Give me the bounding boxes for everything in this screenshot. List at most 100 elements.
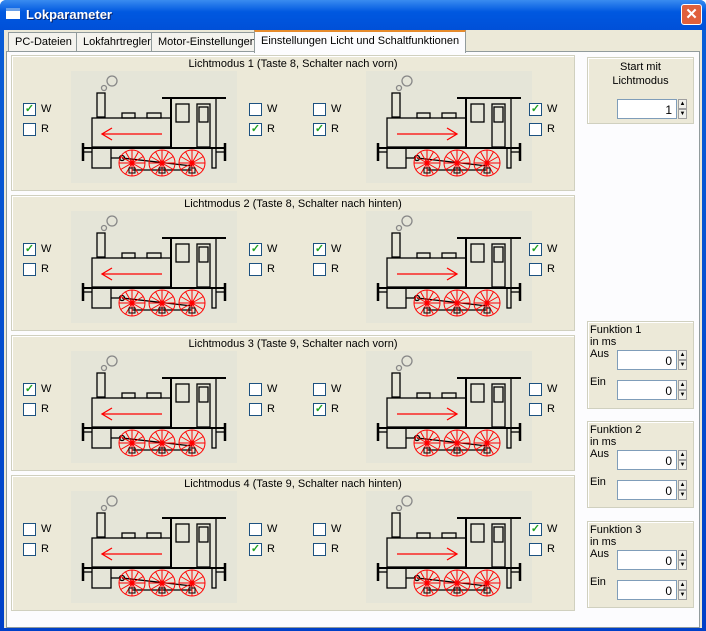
aus-ms-spinner-input[interactable]: 0 (617, 450, 677, 470)
checkbox-r-2[interactable]: ✓ (249, 543, 262, 556)
ein-label: Ein (590, 376, 606, 388)
lichtmodus-3-group: Lichtmodus 3 (Taste 9, Schalter nach vor… (11, 335, 575, 471)
checkbox-r-2[interactable] (249, 403, 262, 416)
spin-up-arrow-icon[interactable]: ▲ (678, 480, 687, 490)
checkbox-w-label: W (331, 523, 342, 535)
checkbox-r-label: R (331, 263, 339, 275)
locomotive-left-arrow-image (71, 71, 237, 183)
start-lichtmodus-label: Start mit Lichtmodus (612, 61, 669, 87)
locomotive-left-arrow-image (71, 211, 237, 323)
checkbox-r-1[interactable] (23, 123, 36, 136)
spin-up-arrow-icon[interactable]: ▲ (678, 450, 687, 460)
checkbox-r-3[interactable]: ✓ (313, 123, 326, 136)
checkbox-r-label: R (547, 543, 555, 555)
checkbox-w-3[interactable] (313, 523, 326, 536)
checkbox-w-2[interactable] (249, 103, 262, 116)
funktion-title: Funktion 1 (590, 324, 642, 336)
group-title: Lichtmodus 3 (Taste 9, Schalter nach vor… (188, 338, 398, 350)
lichtmodus-4-group: Lichtmodus 4 (Taste 9, Schalter nach hin… (11, 475, 575, 611)
checkbox-w-4[interactable]: ✓ (529, 523, 542, 536)
spin-up-arrow-icon[interactable]: ▲ (678, 580, 687, 590)
checkbox-r-3[interactable] (313, 263, 326, 276)
ein-ms-spinner[interactable]: 0▲▼ (617, 480, 687, 500)
aus-label: Aus (590, 448, 609, 460)
start-lichtmodus-group: Start mit Lichtmodus 1▲▼ (587, 57, 694, 124)
spin-down-arrow-icon[interactable]: ▼ (678, 109, 687, 119)
ein-ms-spinner-input[interactable]: 0 (617, 480, 677, 500)
lichtmodus-1-group: Lichtmodus 1 (Taste 8, Schalter nach vor… (11, 55, 575, 191)
checkbox-w-2[interactable] (249, 383, 262, 396)
checkbox-w-1[interactable] (23, 523, 36, 536)
checkbox-r-1[interactable] (23, 263, 36, 276)
group-title: Lichtmodus 2 (Taste 8, Schalter nach hin… (184, 198, 402, 210)
ein-ms-spinner-input[interactable]: 0 (617, 380, 677, 400)
checkbox-r-3[interactable] (313, 543, 326, 556)
spin-up-arrow-icon[interactable]: ▲ (678, 99, 687, 109)
ein-ms-spinner[interactable]: 0▲▼ (617, 380, 687, 400)
aus-label: Aus (590, 548, 609, 560)
spin-down-arrow-icon[interactable]: ▼ (678, 460, 687, 470)
checkbox-r-label: R (331, 403, 339, 415)
spin-up-arrow-icon[interactable]: ▲ (678, 380, 687, 390)
tab-motor-einstellungen[interactable]: Motor-Einstellungen (151, 32, 263, 52)
ein-ms-spinner[interactable]: 0▲▼ (617, 580, 687, 600)
close-button[interactable]: ✕ (681, 4, 702, 25)
checkbox-w-3[interactable] (313, 103, 326, 116)
spin-down-arrow-icon[interactable]: ▼ (678, 560, 687, 570)
spin-down-arrow-icon[interactable]: ▼ (678, 590, 687, 600)
checkbox-w-4[interactable]: ✓ (529, 243, 542, 256)
checkbox-r-3[interactable]: ✓ (313, 403, 326, 416)
aus-ms-spinner-input[interactable]: 0 (617, 550, 677, 570)
checkbox-w-label: W (331, 243, 342, 255)
checkbox-w-2[interactable] (249, 523, 262, 536)
checkbox-w-3[interactable]: ✓ (313, 243, 326, 256)
checkbox-w-4[interactable] (529, 383, 542, 396)
checkbox-r-label: R (547, 263, 555, 275)
checkbox-w-1[interactable]: ✓ (23, 383, 36, 396)
ein-label: Ein (590, 476, 606, 488)
window-title: Lokparameter (26, 7, 112, 22)
checkbox-r-2[interactable] (249, 263, 262, 276)
aus-ms-spinner-input[interactable]: 0 (617, 350, 677, 370)
checkbox-r-label: R (41, 263, 49, 275)
checkbox-r-label: R (267, 123, 275, 135)
checkbox-w-4[interactable]: ✓ (529, 103, 542, 116)
checkbox-r-label: R (331, 543, 339, 555)
spin-down-arrow-icon[interactable]: ▼ (678, 390, 687, 400)
locomotive-left-arrow-image (71, 351, 237, 463)
start-lichtmodus-spinner[interactable]: 1▲▼ (617, 99, 687, 119)
tab-page-licht: Lichtmodus 1 (Taste 8, Schalter nach vor… (6, 51, 700, 628)
checkbox-w-1[interactable]: ✓ (23, 103, 36, 116)
checkbox-w-label: W (547, 383, 558, 395)
ein-ms-spinner-input[interactable]: 0 (617, 580, 677, 600)
checkbox-r-4[interactable] (529, 123, 542, 136)
aus-ms-spinner[interactable]: 0▲▼ (617, 450, 687, 470)
checkbox-r-label: R (267, 543, 275, 555)
checkbox-r-1[interactable] (23, 543, 36, 556)
checkbox-r-2[interactable]: ✓ (249, 123, 262, 136)
checkbox-r-4[interactable] (529, 543, 542, 556)
checkbox-r-1[interactable] (23, 403, 36, 416)
spin-up-arrow-icon[interactable]: ▲ (678, 350, 687, 360)
checkbox-r-4[interactable] (529, 263, 542, 276)
spin-down-arrow-icon[interactable]: ▼ (678, 490, 687, 500)
tab-lokfahrtregler[interactable]: Lokfahrtregler (76, 32, 158, 52)
checkbox-r-4[interactable] (529, 403, 542, 416)
title-bar: Lokparameter ✕ (0, 0, 706, 30)
start-lichtmodus-spinner-input[interactable]: 1 (617, 99, 677, 119)
aus-ms-spinner[interactable]: 0▲▼ (617, 550, 687, 570)
checkbox-w-label: W (41, 383, 52, 395)
spin-up-arrow-icon[interactable]: ▲ (678, 550, 687, 560)
tab-pc-dateien[interactable]: PC-Dateien (8, 32, 79, 52)
ein-label: Ein (590, 576, 606, 588)
aus-ms-spinner[interactable]: 0▲▼ (617, 350, 687, 370)
tab-licht-schaltfunktionen[interactable]: Einstellungen Licht und Schaltfunktionen (254, 30, 467, 53)
app-icon (6, 8, 20, 19)
checkbox-w-3[interactable] (313, 383, 326, 396)
checkbox-w-2[interactable]: ✓ (249, 243, 262, 256)
spin-down-arrow-icon[interactable]: ▼ (678, 360, 687, 370)
checkbox-w-1[interactable]: ✓ (23, 243, 36, 256)
